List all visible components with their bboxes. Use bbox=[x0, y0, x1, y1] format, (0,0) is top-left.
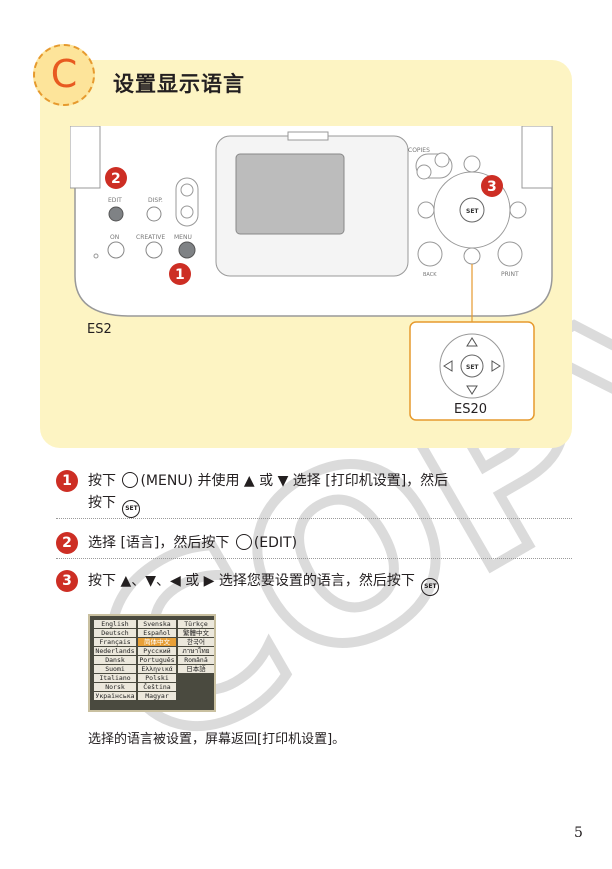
divider bbox=[56, 558, 572, 559]
language-option[interactable]: ภาษาไทย bbox=[178, 647, 214, 655]
print-label: PRINT bbox=[501, 271, 519, 278]
menu-label: MENU bbox=[174, 234, 192, 241]
language-option[interactable]: Dansk bbox=[94, 656, 136, 664]
zoom-out-icon bbox=[180, 205, 194, 219]
step-3: 3 按下 ▲、▼、◀ 或 ▶ 选择您要设置的语言，然后按下 SET bbox=[56, 570, 572, 596]
back-button[interactable] bbox=[417, 241, 443, 267]
section-badge-letter: C bbox=[50, 52, 78, 96]
svg-text:1: 1 bbox=[175, 267, 185, 283]
back-label: BACK bbox=[423, 272, 437, 278]
model-label-es2: ES2 bbox=[87, 322, 112, 337]
set-label: SET bbox=[466, 208, 479, 215]
printer-diagram: EDIT DISP. ON CREATIVE MENU COPIES SET B… bbox=[70, 126, 553, 421]
language-option[interactable]: 한국어 bbox=[178, 638, 214, 646]
disp-button[interactable] bbox=[146, 206, 162, 222]
right-button[interactable] bbox=[509, 201, 527, 219]
svg-text:SET: SET bbox=[466, 364, 479, 371]
language-option[interactable]: Українська bbox=[94, 692, 136, 700]
disp-label: DISP. bbox=[148, 197, 163, 204]
language-option[interactable]: Română bbox=[178, 656, 214, 664]
lcd-screen bbox=[235, 153, 345, 235]
svg-text:2: 2 bbox=[111, 171, 121, 187]
language-option[interactable]: Magyar bbox=[138, 692, 176, 700]
language-option[interactable]: Ελληνικά bbox=[138, 665, 176, 673]
menu-button[interactable] bbox=[178, 241, 196, 259]
language-option-selected[interactable]: 简体中文 bbox=[138, 638, 176, 646]
power-button[interactable] bbox=[107, 241, 125, 259]
model-label-es20: ES20 bbox=[454, 402, 488, 417]
step-2: 2 选择 [语言]，然后按下 (EDIT) bbox=[56, 532, 572, 554]
edit-button[interactable] bbox=[108, 206, 124, 222]
language-option bbox=[178, 683, 214, 691]
svg-text:3: 3 bbox=[487, 179, 497, 195]
language-option[interactable]: Français bbox=[94, 638, 136, 646]
language-option[interactable]: Svenska bbox=[138, 620, 176, 628]
page-number: 5 bbox=[574, 825, 583, 841]
zoom-in-icon bbox=[180, 183, 194, 197]
step-number: 1 bbox=[56, 470, 78, 492]
section-title: 设置显示语言 bbox=[113, 72, 245, 96]
on-label: ON bbox=[110, 234, 119, 241]
down-button[interactable] bbox=[463, 247, 481, 265]
language-option bbox=[178, 674, 214, 682]
result-text: 选择的语言被设置，屏幕返回[打印机设置]。 bbox=[88, 732, 346, 747]
copies-label: COPIES bbox=[408, 147, 430, 154]
edit-label: EDIT bbox=[108, 197, 122, 204]
copies-minus-button[interactable] bbox=[416, 164, 432, 180]
step-1: 1 按下 (MENU) 并使用 ▲ 或 ▼ 选择 [打印机设置]，然后 按下 S… bbox=[56, 470, 572, 518]
language-option[interactable]: Suomi bbox=[94, 665, 136, 673]
step-number: 2 bbox=[56, 532, 78, 554]
language-option[interactable]: Türkçe bbox=[178, 620, 214, 628]
language-option[interactable]: Deutsch bbox=[94, 629, 136, 637]
up-button[interactable] bbox=[463, 155, 481, 173]
set-button-icon: SET bbox=[421, 578, 440, 596]
section-badge: C bbox=[33, 44, 95, 106]
language-option[interactable]: Nederlands bbox=[94, 647, 136, 655]
language-option[interactable]: Čeština bbox=[138, 683, 176, 691]
menu-button-icon bbox=[122, 472, 139, 488]
creative-label: CREATIVE bbox=[136, 234, 165, 241]
divider bbox=[56, 518, 572, 519]
print-button[interactable] bbox=[497, 241, 523, 267]
language-option[interactable]: Português bbox=[138, 656, 176, 664]
language-option[interactable]: Norsk bbox=[94, 683, 136, 691]
creative-button[interactable] bbox=[145, 241, 163, 259]
edit-button-icon bbox=[235, 534, 252, 550]
language-option[interactable]: Español bbox=[138, 629, 176, 637]
left-button[interactable] bbox=[417, 201, 435, 219]
step-number: 3 bbox=[56, 570, 78, 592]
language-option[interactable]: 日本語 bbox=[178, 665, 214, 673]
language-option[interactable]: 繁體中文 bbox=[178, 629, 214, 637]
callout-3 bbox=[481, 175, 503, 197]
language-option bbox=[178, 692, 214, 700]
callout-2 bbox=[105, 167, 127, 189]
language-option[interactable]: Polski bbox=[138, 674, 176, 682]
set-button-icon: SET bbox=[122, 500, 141, 518]
language-option[interactable]: English bbox=[94, 620, 136, 628]
copies-plus-button[interactable] bbox=[434, 152, 450, 168]
callout-1 bbox=[169, 263, 191, 285]
language-option[interactable]: Italiano bbox=[94, 674, 136, 682]
language-option[interactable]: Русский bbox=[138, 647, 176, 655]
set-button[interactable] bbox=[459, 197, 485, 223]
